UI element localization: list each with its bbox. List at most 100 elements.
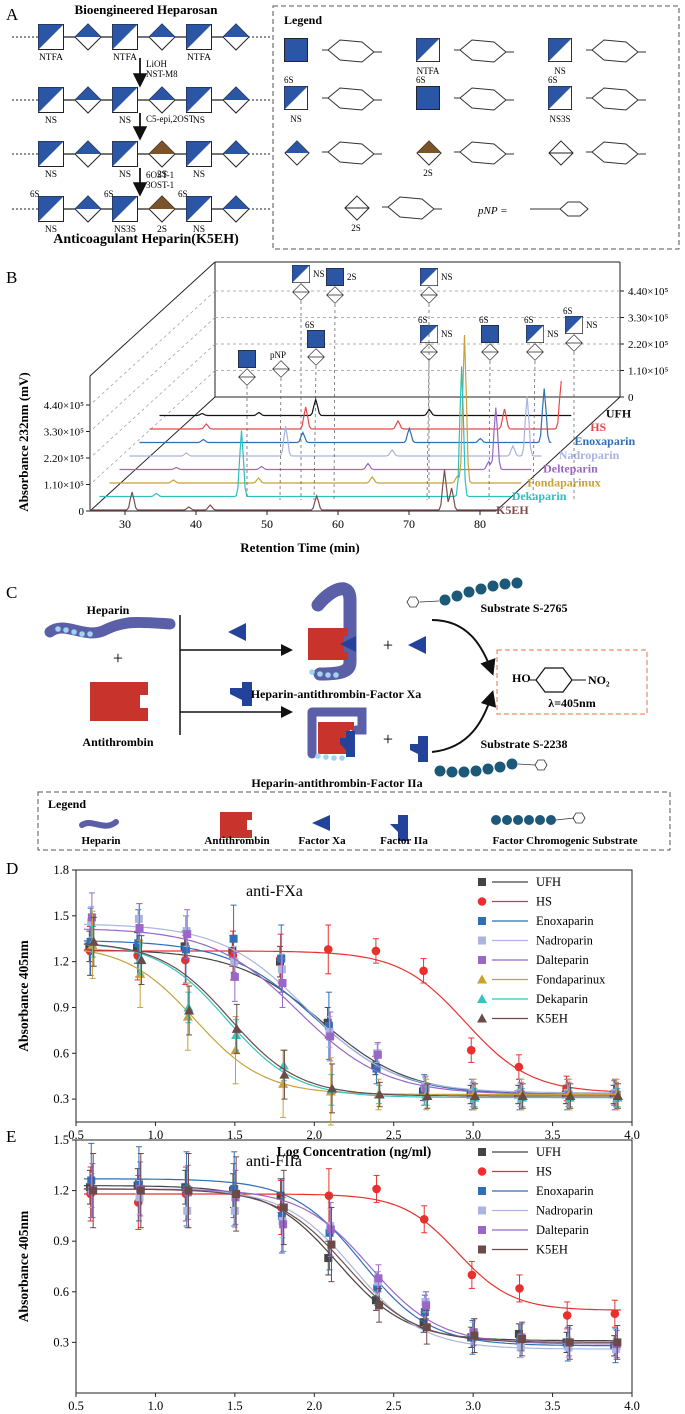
fit-curve-enoxaparin: [83, 1178, 621, 1347]
legend-glcnac-icon: [284, 38, 308, 62]
sugar-ring-icon: [327, 141, 375, 165]
idoa2s-diamond-icon: [148, 140, 176, 168]
ytick-label: 1.2: [53, 1184, 69, 1198]
panel-a-legend-box: [272, 5, 680, 250]
product-no2: NO₂: [588, 673, 610, 687]
complex-iia-factor: [340, 731, 355, 757]
benzene-ring-icon: [535, 667, 573, 693]
trace-label: Delteparin: [543, 462, 598, 476]
data-point: [88, 936, 99, 946]
data-point: [278, 979, 287, 988]
b-xtick: 40: [190, 517, 202, 531]
label-6s: 6S: [30, 189, 40, 199]
ytick-label: 0.6: [53, 1046, 69, 1060]
data-point: [419, 966, 428, 976]
trace-dekaparin: [99, 366, 512, 498]
xtick-label: 2.5: [386, 1128, 402, 1142]
trace-label: K5EH: [496, 503, 529, 517]
fit-curve-dekaparin: [83, 943, 621, 1099]
panel-e-letter: E: [6, 1127, 16, 1146]
peak-structure-icon: [272, 360, 290, 378]
glcns-tile-icon: [186, 24, 212, 50]
b-ylabel: Absorbance 232nm (mV): [16, 372, 31, 511]
legend-marker: [477, 1167, 487, 1176]
legend-entry: UFH: [536, 1145, 561, 1159]
tile-label: NS: [119, 116, 131, 126]
trace-label: Dekaparin: [512, 489, 567, 503]
panel-c: C Heparin + Antithrombin + Heparin-antit…: [6, 577, 671, 851]
complex-iia-label: Heparin-antithrombin-Factor IIa: [251, 776, 422, 790]
data-point: [278, 1060, 289, 1070]
ytick-label: 1.2: [53, 955, 69, 969]
glca-diamond-icon: [222, 86, 250, 114]
tile-label: NTFA: [113, 53, 137, 63]
panelE-frame: [75, 1139, 633, 1394]
b-ytick-right: 3.30×10⁵: [628, 313, 668, 325]
peak-structure-icon: [565, 334, 583, 352]
b-ytick-right: 2.20×10⁵: [628, 339, 668, 351]
data-point: [180, 955, 190, 965]
ytick-label: 1.5: [53, 909, 69, 923]
panel-c-legend-title: Legend: [48, 797, 86, 811]
legend-entry: Nadroparin: [536, 1204, 594, 1218]
complex-iia-heparin: [307, 707, 367, 759]
data-point: [182, 1011, 193, 1021]
data-point: [136, 955, 147, 965]
x-axis-label: Log Concentration (ng/ml): [277, 1144, 432, 1159]
glcns-tile-icon: [38, 24, 64, 50]
trace-ufh: [159, 397, 572, 417]
legend-marker: [478, 936, 486, 945]
peak-structure-icon: [526, 325, 544, 343]
product-ho: HO: [512, 671, 531, 685]
glca-diamond-icon: [148, 23, 176, 51]
legend-marker: [477, 897, 487, 906]
legend-glca-icon: [284, 140, 310, 166]
data-point: [374, 1274, 383, 1283]
data-point: [372, 1184, 381, 1194]
trace-k5eh: [89, 469, 502, 511]
data-point: [419, 1214, 429, 1224]
legend-factor-iia: Factor IIa: [380, 835, 428, 847]
step-1a: LiOH: [146, 59, 167, 69]
y-axis-label: Absorbance 405nm: [16, 1210, 31, 1322]
data-point: [371, 1296, 380, 1305]
peak-structure-icon: [326, 268, 344, 286]
legend-entry: HS: [536, 895, 552, 909]
free-factor-iia: [410, 736, 428, 762]
antithrombin-label: Antithrombin: [82, 735, 153, 749]
pnp-ring-icon: [559, 201, 589, 217]
legend-factor-iia-icon: [390, 815, 408, 841]
sugar-ring-icon: [327, 87, 375, 111]
legend-entry: HS: [536, 1165, 552, 1179]
tile-label: NTFA: [187, 53, 211, 63]
data-point: [229, 934, 238, 943]
glcns-tile-icon: [186, 141, 212, 167]
xtick-label: 3.0: [465, 1128, 481, 1142]
panel-a-legend-title: Legend: [284, 13, 322, 27]
legend-glcns-icon: [548, 38, 572, 62]
data-point: [564, 1343, 573, 1352]
peak-structure-icon: [238, 368, 256, 386]
xtick-label: 1.5: [227, 1128, 243, 1142]
label-2s: 2S: [157, 170, 167, 180]
panel-b: B 01.10×10⁵2.20×10⁵3.30×10⁵4.40×10⁵01.10…: [6, 261, 668, 555]
peak-structure-icon: [565, 316, 583, 334]
xtick-label: 2.0: [306, 1399, 322, 1413]
legend-glcns-icon: [284, 86, 308, 110]
peak-label: 2S: [347, 272, 357, 282]
data-point: [230, 957, 239, 966]
legend-factor-xa: Factor Xa: [298, 835, 346, 847]
chromatogram: 01.10×10⁵2.20×10⁵3.30×10⁵4.40×10⁵01.10×1…: [16, 261, 668, 555]
glcns-tile-icon: [112, 141, 138, 167]
data-point: [470, 1331, 479, 1340]
chart-title: anti-FXa: [246, 883, 303, 900]
legend-entry: UFH: [536, 875, 561, 889]
peak-label: pNP: [270, 350, 286, 360]
legend-entry: Nadroparin: [536, 934, 594, 948]
free-factor-xa: [408, 636, 426, 654]
legend-marker: [478, 956, 486, 964]
b-ytick-left: 4.40×10⁵: [44, 400, 84, 412]
data-point: [326, 1032, 335, 1041]
peak-label: NS: [586, 320, 598, 330]
